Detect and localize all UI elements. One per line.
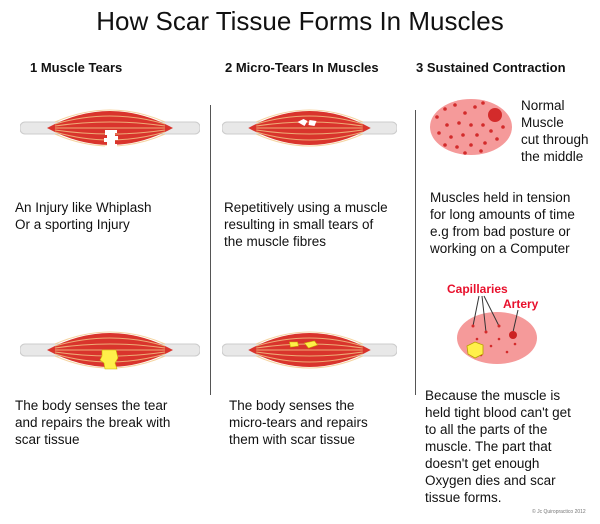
- micro-torn-muscle-image: [222, 109, 397, 147]
- capillary-dot: [437, 131, 441, 135]
- torn-muscle-image: [20, 109, 200, 150]
- capillary-dot: [463, 111, 467, 115]
- artery-label: Artery: [503, 297, 539, 311]
- col3-top-text: Muscles held in tension for long amounts…: [430, 190, 575, 256]
- scarred-muscle-image: [20, 331, 200, 370]
- capillary-dot: [501, 125, 505, 129]
- capillary-dot: [463, 151, 467, 155]
- capillary-dot: [443, 107, 447, 111]
- capillary-dot: [489, 129, 493, 133]
- capillary-dot: [455, 145, 459, 149]
- capillary-dot: [449, 135, 453, 139]
- capillary-dot: [469, 143, 473, 147]
- capillary-dot: [443, 143, 447, 147]
- micro-scarred-muscle-image: [222, 331, 397, 369]
- page-title: How Scar Tissue Forms In Muscles: [96, 6, 504, 36]
- capillaries-label: Capillaries: [447, 282, 508, 296]
- col2-bottom-text: The body senses the micro-tears and repa…: [229, 398, 368, 447]
- divider: [415, 110, 416, 395]
- col1-top-text: An Injury like Whiplash Or a sporting In…: [15, 200, 152, 232]
- col2-top-text: Repetitively using a muscle resulting in…: [224, 200, 388, 249]
- capillary-dot: [461, 133, 465, 137]
- capillary-dot: [453, 103, 457, 107]
- scarred-cross-section: [457, 295, 537, 364]
- capillary-dot: [457, 121, 461, 125]
- capillary-dot: [481, 101, 485, 105]
- capillary-dot: [469, 123, 473, 127]
- copyright: © Jc Quiropractico 2012: [532, 509, 586, 515]
- heading-sustained-contraction: 3 Sustained Contraction: [416, 60, 566, 75]
- divider: [210, 105, 211, 395]
- capillary-dot: [473, 105, 477, 109]
- col1-bottom-text: The body senses the tear and repairs the…: [15, 398, 171, 447]
- normal-muscle-cross-section: [430, 99, 512, 155]
- heading-muscle-tears: 1 Muscle Tears: [30, 60, 123, 75]
- heading-micro-tears: 2 Micro-Tears In Muscles: [225, 60, 379, 75]
- capillary-dot: [475, 133, 479, 137]
- capillary-dot: [483, 141, 487, 145]
- capillary-dot: [435, 115, 439, 119]
- capillary-dot: [445, 123, 449, 127]
- capillary-dot: [495, 137, 499, 141]
- capillary-dot: [481, 123, 485, 127]
- col3-bottom-text: Because the muscle is held tight blood c…: [425, 388, 571, 505]
- cross-section-label: Normal Muscle cut through the middle: [521, 98, 589, 164]
- capillary-dot: [479, 149, 483, 153]
